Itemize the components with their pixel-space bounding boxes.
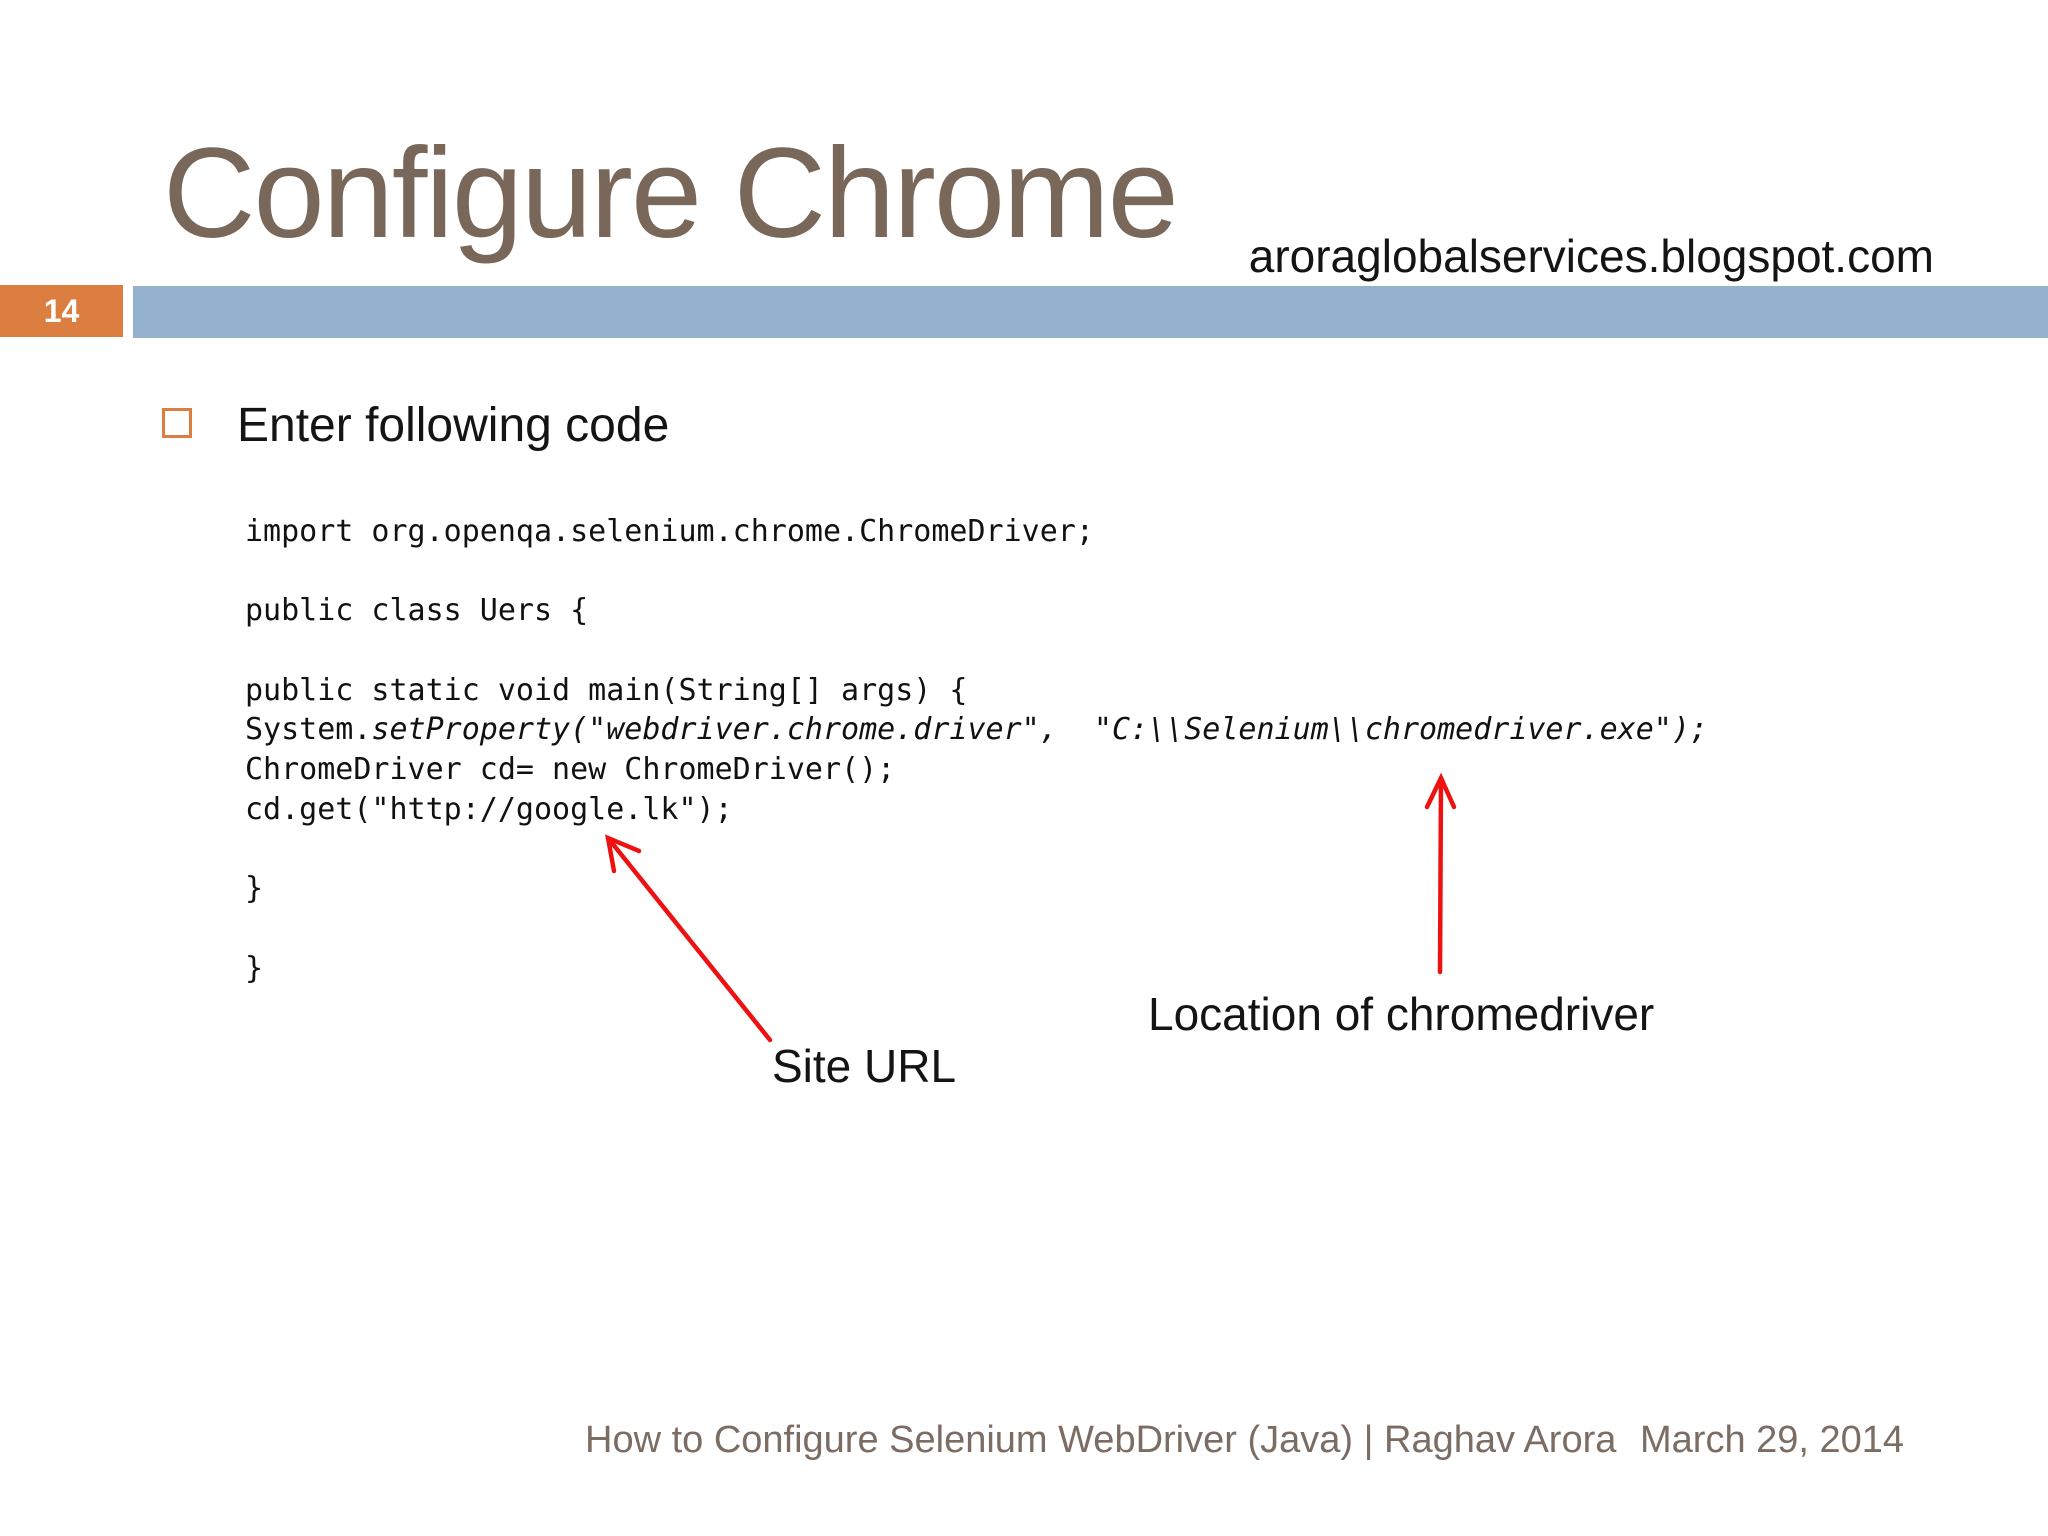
code-line: System.setProperty("webdriver.chrome.dri… xyxy=(245,712,1708,748)
header-divider-bar xyxy=(133,286,2048,338)
footer-title-author: How to Configure Selenium WebDriver (Jav… xyxy=(585,1419,1617,1461)
code-line: public static void main(String[] args) { xyxy=(245,672,968,708)
site-url-label: Site URL xyxy=(772,1040,957,1092)
code-line: import org.openqa.selenium.chrome.Chrome… xyxy=(245,514,1094,549)
watermark-url: aroraglobalservices.blogspot.com xyxy=(1248,230,1934,282)
slide-title: Configure Chrome xyxy=(163,122,1179,265)
slide-number-badge: 14 xyxy=(0,285,123,337)
code-line xyxy=(245,830,1708,870)
code-block: import org.openqa.selenium.chrome.Chrome… xyxy=(245,512,1708,988)
section-heading: Enter following code xyxy=(237,399,670,452)
code-line: } xyxy=(245,871,264,907)
code-line: ChromeDriver cd= new ChromeDriver(); xyxy=(245,752,896,788)
code-line: } xyxy=(245,950,264,986)
code-line xyxy=(245,909,1708,949)
chromedriver-location-label: Location of chromedriver xyxy=(1148,988,1655,1040)
slide-number-value: 14 xyxy=(43,292,80,329)
bullet-square-icon xyxy=(162,408,192,438)
code-line: public class Uers { xyxy=(245,593,589,629)
code-line: cd.get("http://google.lk"); xyxy=(245,791,733,827)
code-line xyxy=(245,552,1708,592)
code-line xyxy=(245,631,1708,671)
footer-date: March 29, 2014 xyxy=(1640,1419,1905,1461)
